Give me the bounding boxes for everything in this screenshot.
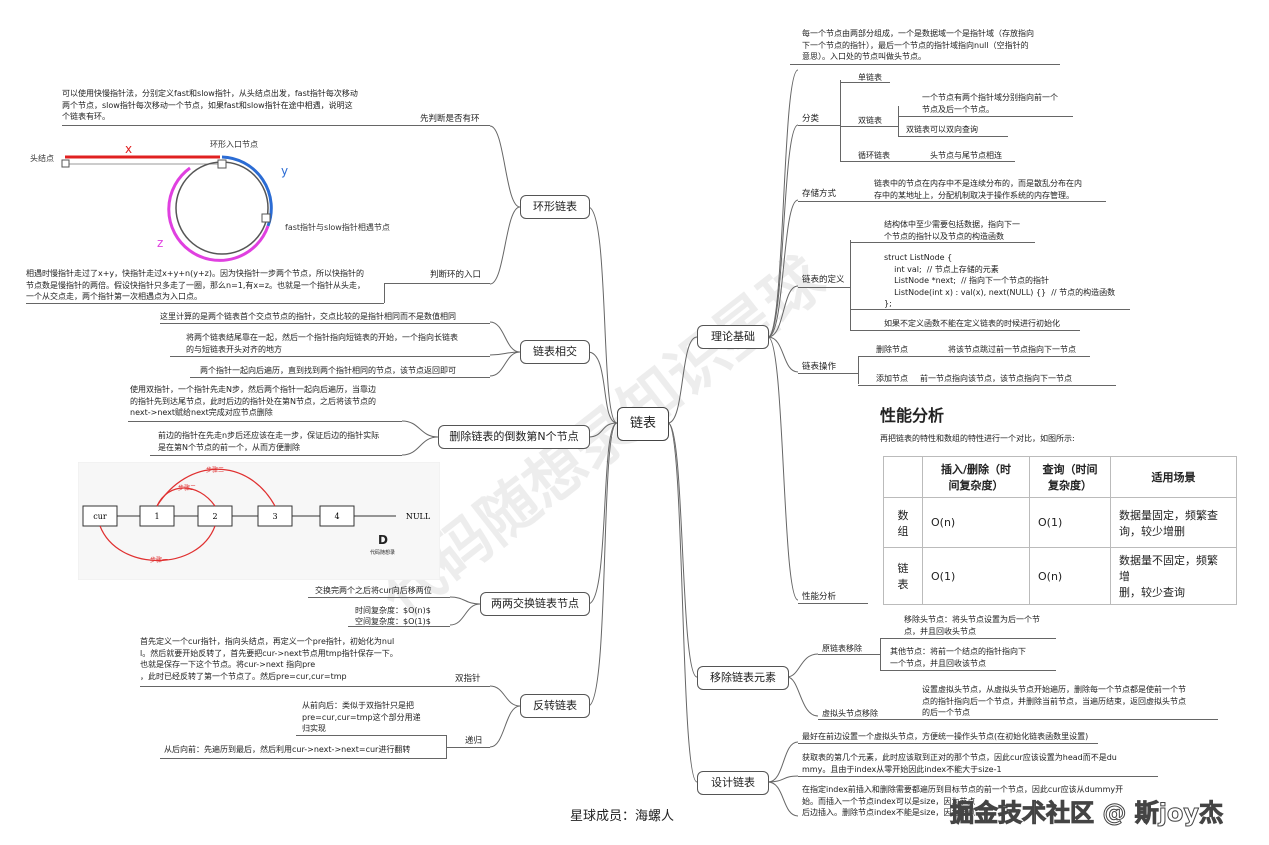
swap-logo: 代码随想录: [370, 549, 395, 556]
reverse-dp-text: 首先定义一个cur指针，指向头结点，再定义一个pre指针，初始化为nul l。然…: [140, 637, 398, 681]
perf-cell: O(1): [922, 547, 1030, 605]
perf-cell: O(n): [922, 497, 1030, 548]
ring-entry-label: 判断环的入口: [430, 270, 482, 280]
intersect-text-1: 这里计算的是两个链表首个交点节点的指针，交点比较的是指针相同而不是数值相同: [160, 312, 456, 321]
store-label: 存储方式: [802, 189, 837, 199]
swap-node-2: 2: [212, 512, 217, 521]
ring-entry-text: 相遇时慢指针走过了x+y，快指针走过x+y+n(y+z)。因为快指针一步两个节点…: [26, 269, 366, 301]
ring-judge-label: 先判断是否有环: [420, 114, 480, 124]
swap-node-1: 1: [154, 512, 159, 521]
ring-entry-node-label: 环形入口节点: [210, 140, 258, 149]
perf-cell: 数 组: [883, 497, 923, 548]
reverse-dp-label: 双指针: [455, 674, 481, 684]
ring-meet-label: fast指针与slow指针相遇节点: [285, 222, 390, 232]
op-del-text: 将该节点跳过前一节点指向下一节点: [948, 345, 1076, 354]
swap-text-3: 空间复杂度：$O(1)$: [355, 617, 431, 626]
node-theory[interactable]: 理论基础: [697, 325, 769, 349]
node-remove-nth[interactable]: 删除链表的倒数第N个节点: [438, 425, 590, 449]
remove-nth-text-1: 使用双指针，一个指针先走N步，然后两个指针一起向后遍历，当靠边 的指针先到达尾节…: [130, 385, 376, 417]
remove-nth-text-2: 前边的指针在先走n步后还应该在走一步，保证后边的指针实际 是在第N个节点的前一个…: [158, 431, 380, 452]
theory-intro: 每一个节点由两部分组成，一个是数据域一个是指针域（存放指向 下一个节点的指针），…: [802, 29, 1034, 61]
perf-head-1: 插入/删除（时 间复杂度）: [922, 456, 1030, 498]
site-credit: 掘金技术社区 @ 斯joy杰: [949, 799, 1224, 828]
design-text-1: 最好在前边设置一个虚拟头节点，方便统一操作头节点(在初始化链表函数里设置): [802, 732, 1089, 741]
virt-text: 设置虚拟头节点，从虚拟头节点开始遍历，删除每一个节点都是使前一个节 点的指针指向…: [922, 685, 1186, 717]
swap-node-4: 4: [334, 512, 339, 521]
double-text-2: 双链表可以双向查询: [906, 125, 978, 134]
perf-title: 性能分析: [880, 406, 945, 425]
ring-figure: 头结点 环形入口节点 fast指针与slow指针相遇节点 x y z: [30, 140, 390, 262]
circ-text: 头节点与尾节点相连: [930, 151, 1002, 160]
store-text: 链表中的节点在内存中不是连续分布的，而是散乱分布在内 存中的某地址上，分配机制取…: [874, 179, 1082, 200]
design-text-2: 获取表的第几个元素，此时应该取到正对的那个节点，因此cur应该设置为head而不…: [802, 753, 1117, 774]
ring-x-label: x: [125, 142, 132, 156]
reverse-rec-label: 递归: [465, 736, 483, 746]
node-ring-list[interactable]: 环形链表: [520, 195, 590, 219]
def-text-1: 结构体中至少需要包括数据，指向下一 个节点的指针以及节点的构造函数: [884, 220, 1020, 241]
def-code: struct ListNode { int val; // 节点上存储的元素 L…: [884, 253, 1116, 308]
cat-single: 单链表: [858, 73, 882, 82]
intersect-text-2: 将两个链表结尾靠在一起，然后一个指针指向短链表的开始，一个指向长链表 的与短链表…: [186, 333, 458, 354]
perf-cell: 数据量固定，频繁查 询，较少增删: [1110, 497, 1237, 548]
node-remove-elements[interactable]: 移除链表元素: [697, 666, 789, 690]
design-text-3: 在指定index前插入和删除需要都遍历到目标节点的前一个节点，因此cur应该从d…: [802, 785, 1124, 817]
member-credit: 星球成员：海螺人: [570, 809, 675, 824]
swap-step-1: 步骤一: [150, 556, 168, 564]
ring-z-label: z: [157, 236, 163, 250]
perf-cell: O(n): [1029, 547, 1111, 605]
perf-cell: O(1): [1029, 497, 1111, 548]
op-label: 链表操作: [802, 362, 837, 372]
perf-subtitle: 再把链表的特性和数组的特性进行一个对比，如图所示:: [880, 434, 1075, 443]
reverse-rec-text-1: 从前向后：类似于双指针只是把 pre=cur,cur=tmp这个部分用递 归实现: [302, 701, 421, 733]
cat-double: 双链表: [858, 116, 882, 125]
orig-text-2: 其他节点：将前一个结点的指针指向下 一个节点，并且回收该节点: [890, 647, 1026, 668]
perf-head-0: [883, 456, 923, 498]
orig-text-1: 移除头节点：将头节点设置为后一个节 点，并且回收头节点: [904, 615, 1040, 636]
root-node[interactable]: 链表: [617, 407, 669, 441]
ring-judge-text: 可以使用快慢指针法，分别定义fast和slow指针，从头结点出发，fast指针每…: [62, 89, 358, 121]
node-reverse[interactable]: 反转链表: [520, 694, 590, 718]
swap-figure: cur 1 2 3 4 NULL 步骤一 步骤二 步骤三 D 代码随想录: [78, 462, 440, 580]
op-del-label: 删除节点: [876, 345, 908, 354]
perf-head-2: 查询（时间 复杂度）: [1029, 456, 1111, 498]
swap-null: NULL: [406, 512, 431, 521]
node-design[interactable]: 设计链表: [697, 771, 769, 795]
ring-head-label: 头结点: [30, 153, 54, 163]
intersect-text-3: 两个指针一起向后遍历，直到找到两个指针相同的节点，该节点返回即可: [200, 366, 456, 375]
perf-label: 性能分析: [802, 592, 837, 602]
swap-node-3: 3: [272, 512, 277, 521]
perf-cell: 数据量不固定，频繁增 删，较少查询: [1110, 547, 1237, 605]
cat-label: 分类: [802, 114, 820, 124]
def-label: 链表的定义: [802, 275, 845, 285]
op-add-label: 添加节点: [876, 374, 908, 383]
node-intersect[interactable]: 链表相交: [520, 340, 590, 364]
swap-text-2: 时间复杂度：$O(n)$: [355, 606, 431, 615]
virt-label: 虚拟头节点移除: [822, 709, 878, 718]
def-text-2: 如果不定义函数不能在定义链表的时候进行初始化: [884, 319, 1060, 328]
op-add-text: 前一节点指向该节点，该节点指向下一节点: [920, 374, 1072, 383]
double-text-1: 一个节点有两个指针域分别指向前一个 节点及后一个节点。: [922, 93, 1058, 114]
cat-circular: 循环链表: [858, 151, 890, 160]
swap-step-2: 步骤二: [178, 484, 196, 492]
perf-table: 插入/删除（时 间复杂度） 查询（时间 复杂度） 适用场景 数 组 O(n) O…: [883, 456, 1237, 605]
orig-label: 原链表移除: [822, 644, 862, 653]
svg-text:D: D: [378, 533, 388, 547]
swap-text-1: 交换完两个之后将cur向后移两位: [315, 586, 432, 595]
ring-y-label: y: [281, 164, 288, 178]
node-swap[interactable]: 两两交换链表节点: [480, 592, 590, 616]
perf-head-3: 适用场景: [1110, 456, 1237, 498]
swap-cur: cur: [93, 512, 107, 521]
reverse-rec-text-2: 从后向前：先遍历到最后，然后利用cur->next->next=cur进行翻转: [164, 745, 411, 754]
perf-cell: 链 表: [883, 547, 923, 605]
swap-step-3: 步骤三: [206, 466, 224, 474]
